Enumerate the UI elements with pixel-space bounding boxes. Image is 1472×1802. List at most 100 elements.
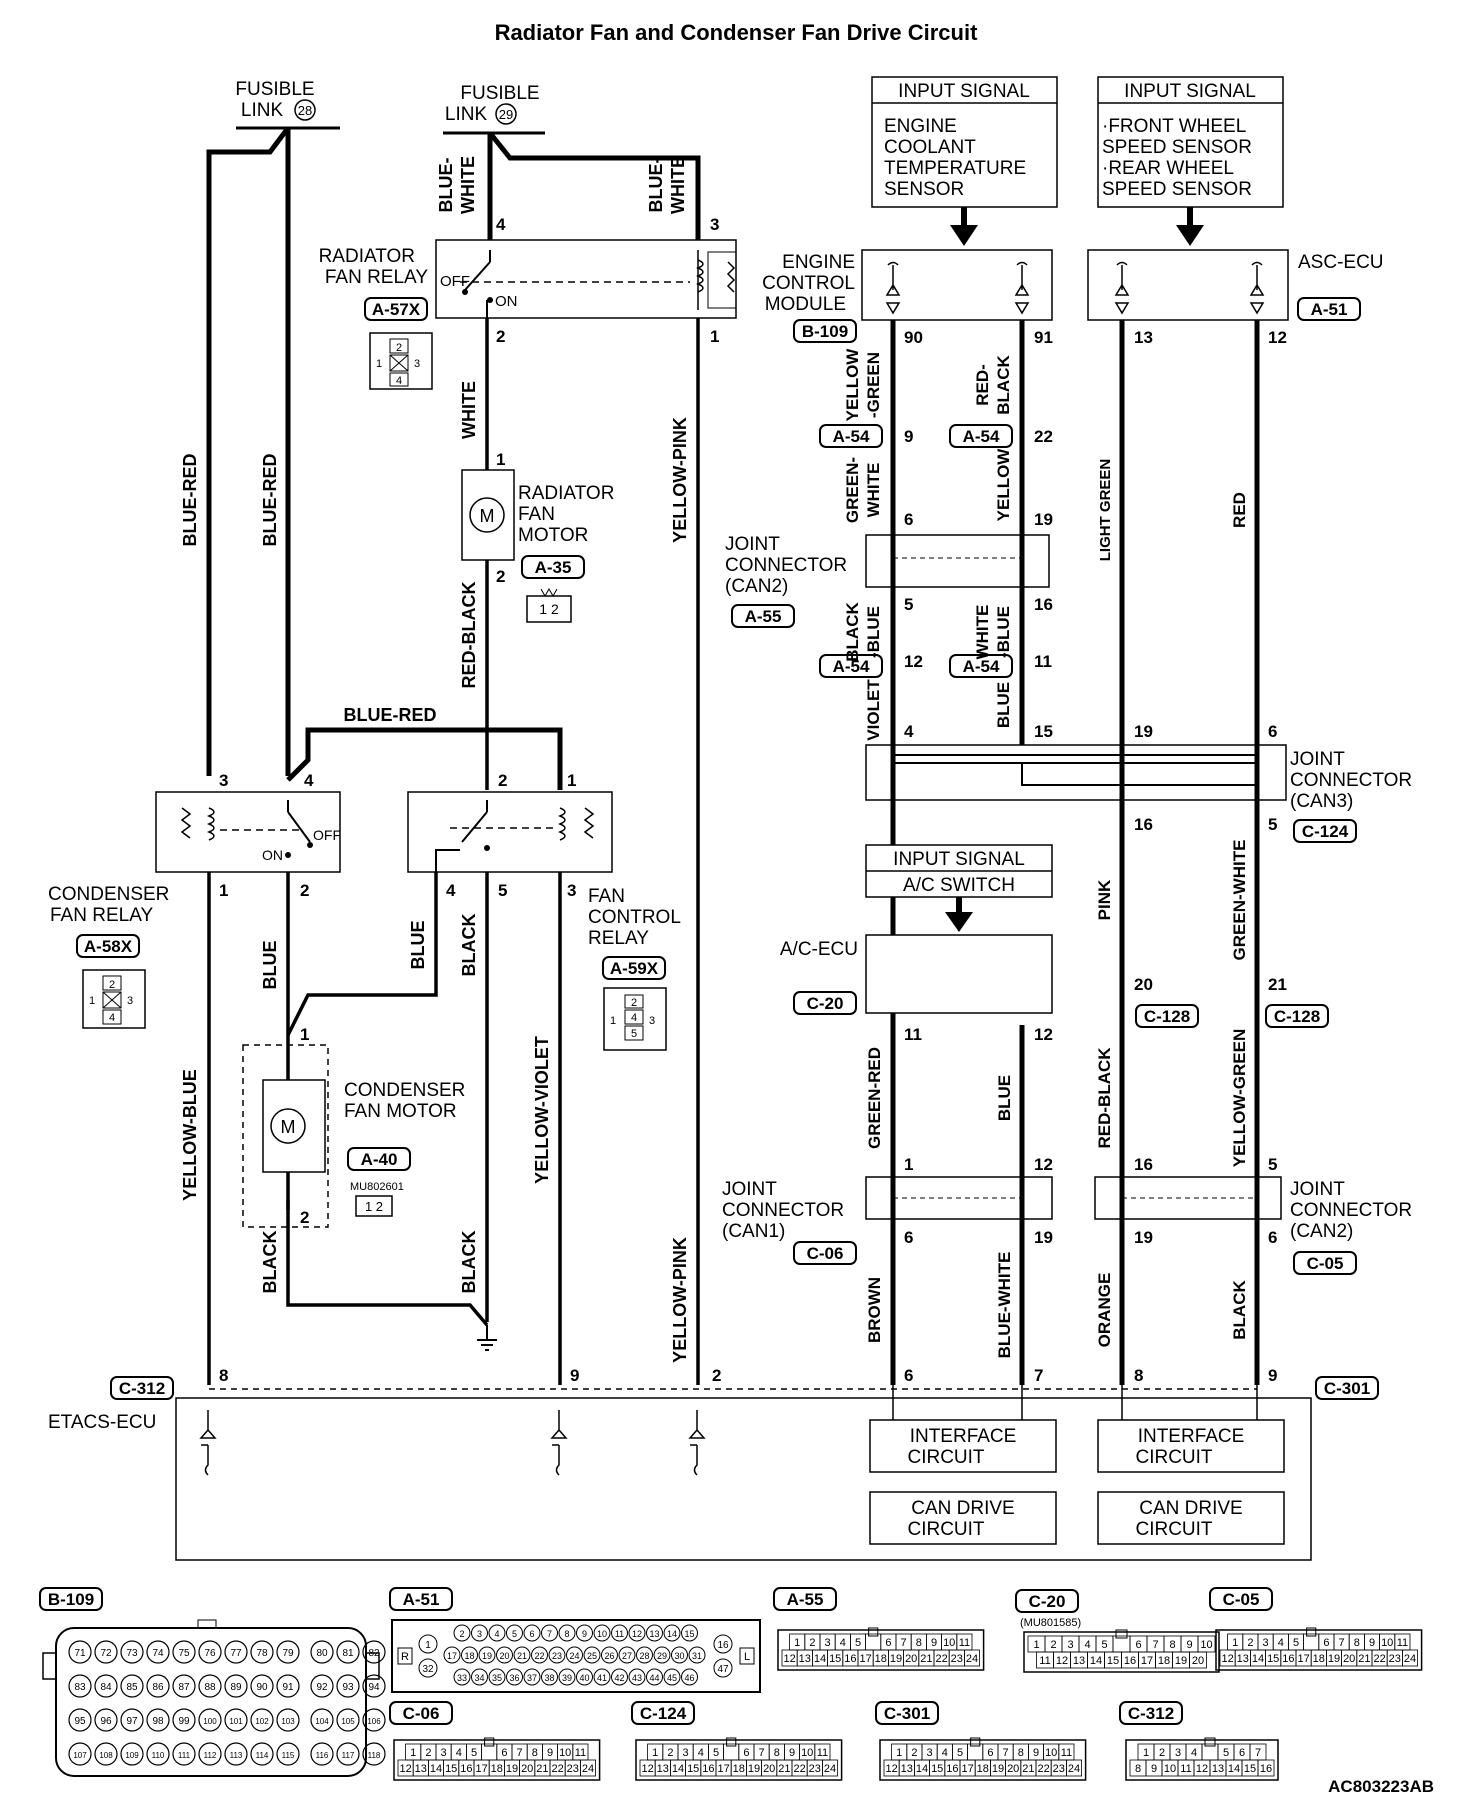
a51-pin [576,1668,593,1686]
grid-pin-label: 19 [890,1653,902,1665]
svg-text:5: 5 [498,881,507,900]
a51-pin [523,1668,541,1686]
b109-pin [276,1674,300,1698]
grid-pin-label: 10 [1200,1639,1212,1651]
svg-text:ETACS-ECU: ETACS-ECU [48,1412,156,1433]
svg-text:1: 1 [219,881,228,900]
a51-pin-label: 45 [667,1673,677,1683]
b109-pin [120,1708,144,1732]
grid-pin-label: 9 [1033,1747,1039,1759]
svg-text:8: 8 [219,1366,228,1385]
fan-control-relay-label-2: CONTROL [588,907,681,928]
b109-pin-label: 80 [316,1648,328,1659]
b109-pin [68,1742,92,1766]
grid-pin-label: 12 [1056,1655,1068,1667]
fusible-link-28-label-1: FUSIBLE [235,79,314,100]
a51-pin [681,1668,698,1686]
svg-text:(CAN3): (CAN3) [1290,791,1353,812]
grid-pin-label: 5 [1293,1637,1299,1649]
grid-pin-label: 7 [1339,1637,1345,1649]
svg-text:3: 3 [219,771,228,790]
b109-pin [310,1640,334,1664]
b109-pin [250,1674,274,1698]
grid-pin-label: 18 [875,1653,887,1665]
a51-pin [593,1668,611,1686]
b109-pin [224,1674,248,1698]
svg-text:12: 12 [1034,1155,1053,1174]
svg-text:-BLUE: -BLUE [994,606,1013,658]
joint-connector-can2-top: JOINT CONNECTOR (CAN2) A-55 [725,534,1050,628]
a51-pin-label: 38 [544,1673,554,1683]
svg-text:2: 2 [498,771,507,790]
b109-pin-label: 97 [126,1716,138,1727]
grid-pin-label: 19 [1175,1655,1187,1667]
grid-pin-label: 9 [789,1747,795,1759]
grid-pin-label: 21 [920,1653,932,1665]
grid-pin-label: 15 [1244,1763,1256,1775]
a51-pin-label: 7 [547,1629,552,1639]
a51-pin [681,1624,698,1642]
svg-text:1: 1 [300,1025,309,1044]
svg-text:1: 1 [496,450,505,469]
legend-a55-tag: A-55 [787,1590,824,1609]
b109-pin-label: 105 [341,1717,355,1726]
a51-side-label: 16 [717,1640,729,1651]
b109-pin-label: 102 [255,1717,269,1726]
legend-c20-tag: C-20 [1029,1592,1066,1611]
grid-pin-label: 17 [1297,1653,1309,1665]
svg-text:CONNECTOR: CONNECTOR [1290,770,1412,791]
a51-side-pin [713,1658,733,1678]
connector-c301-a: C-301 [1324,1379,1370,1398]
svg-text:4: 4 [904,722,914,741]
power-wires [206,126,701,790]
grid-pin-label: 21 [536,1763,548,1775]
ac-ecu: A/C-ECU C-20 [780,934,1053,1015]
b109-pin-label: 110 [152,1751,165,1760]
grid-key [1115,1629,1128,1639]
a51-pin-label: 24 [569,1651,579,1661]
grid-pin-label: 2 [1050,1639,1056,1651]
b109-pin [276,1640,300,1664]
b109-pin-label: 92 [316,1682,328,1693]
grid-pin-label: 22 [935,1653,947,1665]
b109-pin [120,1742,144,1766]
grid-pin-label: 13 [415,1763,427,1775]
grid-pin-label: 8 [774,1747,780,1759]
svg-text:9: 9 [570,1366,579,1385]
svg-text:M: M [480,506,495,526]
a51-pin-label: 8 [564,1629,569,1639]
svg-text:C-128: C-128 [1144,1007,1190,1026]
grid-pin-label: 5 [713,1747,719,1759]
grid-pin-label: 3 [683,1747,689,1759]
grid-pin-label: 22 [793,1763,805,1775]
grid-pin-label: 3 [825,1637,831,1649]
svg-text:91: 91 [1034,328,1053,347]
grid-pin-label: 13 [901,1763,913,1775]
svg-text:CIRCUIT: CIRCUIT [1135,1519,1212,1540]
signal-wires-left [207,318,700,1385]
grid-cell [1402,1649,1419,1667]
svg-text:2: 2 [109,979,115,991]
svg-text:MODULE: MODULE [765,294,846,315]
svg-text:CAN DRIVE: CAN DRIVE [1139,1498,1242,1519]
b109-pin-label: 81 [342,1648,354,1659]
svg-text:9: 9 [1268,1366,1277,1385]
a51-pin-label: 30 [674,1651,684,1661]
a51-pin [478,1646,496,1664]
b109-pin-label: 72 [100,1648,112,1659]
grid-pin-label: 19 [506,1763,518,1775]
grid-cell [822,1759,839,1777]
a51-side-pin [713,1634,733,1654]
grid-pin-label: 11 [817,1747,828,1759]
svg-text:2: 2 [396,342,402,354]
b109-pin-label: 103 [281,1717,295,1726]
svg-text:4: 4 [304,771,314,790]
grid-pin-label: 6 [885,1637,891,1649]
a51-pin-label: 5 [512,1629,517,1639]
fan-control-relay-label-1: FAN [588,886,625,907]
grid-pin-label: 20 [905,1653,917,1665]
b109-pin [336,1640,360,1664]
fusible-link-28: FUSIBLE LINK 28 [235,79,340,130]
wire-label-blue-white-a2: WHITE [458,156,478,214]
